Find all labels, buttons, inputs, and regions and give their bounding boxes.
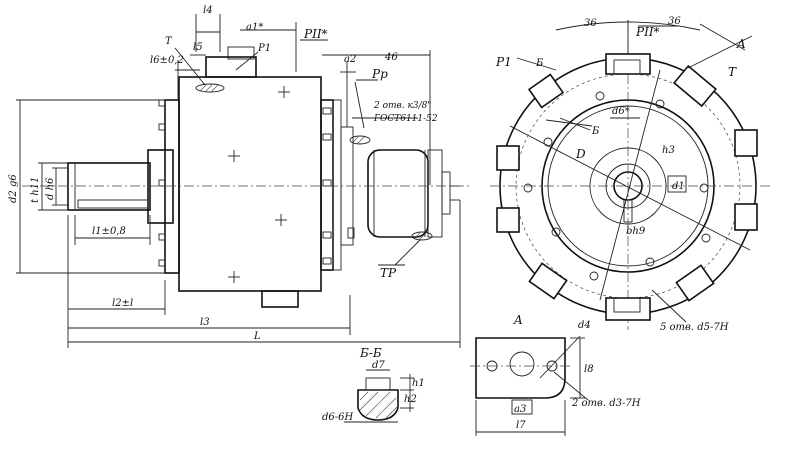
label-h2: h2 [404, 394, 417, 405]
label-holes-note: 2 отв. к3/8" [373, 101, 432, 111]
label-pp: Pp [371, 67, 388, 81]
label-p2-front: PII* [635, 25, 660, 39]
label-t: T [165, 36, 173, 47]
label-h1: h1 [412, 378, 425, 389]
label-t-front: T [728, 65, 737, 79]
label-b-mid: Б [591, 126, 600, 137]
label-d-h6: d h6 [45, 177, 56, 200]
detail-title: A [513, 313, 523, 327]
shaft [67, 162, 151, 211]
label-l7: l7 [516, 420, 526, 431]
mounting-flange [164, 99, 180, 274]
section-title: Б-Б [359, 346, 382, 360]
radial-lugs [496, 53, 758, 321]
label-l4: l4 [203, 5, 213, 16]
label-d2: d2 g6 [8, 174, 19, 203]
side-view: l4 a1* PII* T l5 P1 l6±0,2 a2 46 Pp 2 от… [8, 5, 470, 348]
label-46: 46 [384, 52, 398, 63]
label-d-diameter: D [575, 147, 586, 161]
label-p2: PII* [303, 27, 328, 41]
bottom-port [261, 290, 299, 308]
label-p1: P1 [257, 43, 271, 54]
label-d7: d7 [372, 360, 385, 371]
label-l2: l2±l [112, 298, 133, 309]
label-d1: d1 [672, 181, 685, 192]
label-b-top: Б [535, 58, 544, 69]
label-standard: ГОСТ6111-52 [373, 114, 438, 124]
valve-block [367, 149, 429, 238]
label-bh9: bh9 [626, 226, 646, 237]
label-d4: d4 [578, 320, 591, 331]
label-d6-6h: d6-6H [322, 412, 354, 423]
shaft-collar [147, 149, 174, 224]
label-t-h11: t h11 [30, 177, 41, 203]
label-a3: a3 [514, 404, 526, 415]
detail-a: A d4 l8 a3 l7 2 отв. d3-7H [470, 313, 641, 436]
label-36-right: 36 [668, 16, 681, 27]
bolt-holes [523, 91, 711, 281]
section-view: Б-Б d7 h1 h2 d6-6H [322, 346, 425, 423]
label-tp: TP [380, 266, 397, 280]
label-p1-front: P1 [495, 55, 512, 69]
label-2-holes: 2 отв. d3-7H [571, 398, 641, 409]
label-l8: l8 [584, 364, 594, 375]
label-l5: l5 [193, 42, 203, 53]
label-a1: a1* [246, 22, 263, 33]
label-l6: l6±0,2 [150, 55, 184, 66]
label-d6-front: d6* [612, 106, 630, 117]
label-5-holes: 5 отв. d5-7H [660, 322, 729, 333]
front-view: 36 36 PII* A T P1 Б d6* Б h3 D d1 bh9 5 … [490, 16, 770, 333]
label-a2: a2 [344, 54, 356, 65]
pump-body [178, 76, 322, 292]
label-l1: l1±0,8 [92, 226, 126, 237]
label-L: L [253, 331, 261, 342]
label-h3: h3 [662, 145, 675, 156]
label-l3: l3 [200, 317, 210, 328]
label-36-left: 36 [584, 18, 597, 29]
label-a-front: A [736, 37, 746, 51]
top-port [205, 56, 257, 78]
